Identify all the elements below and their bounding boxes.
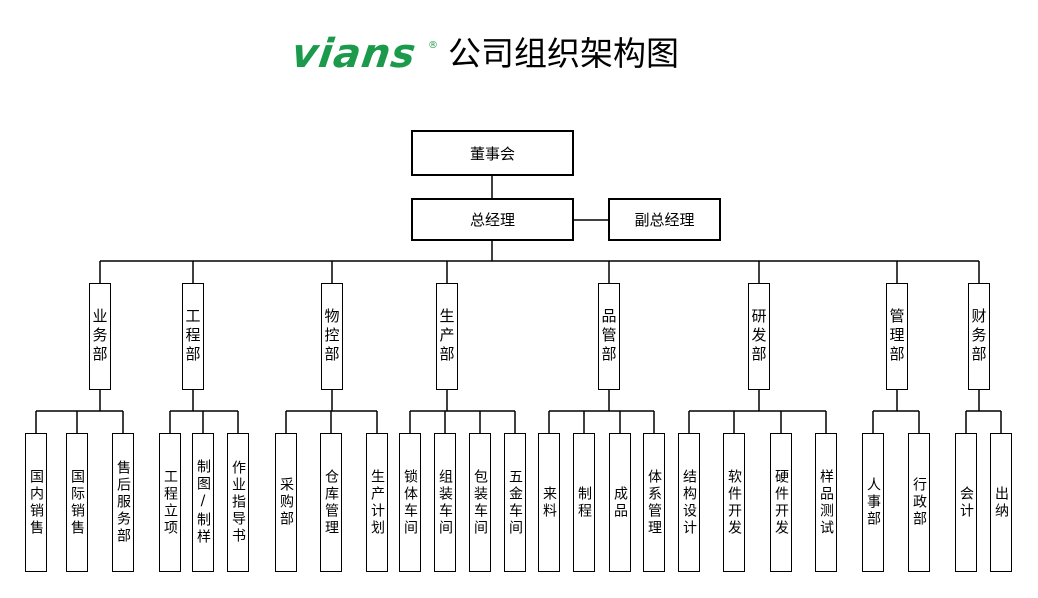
sub-unit-box: 仓库管理 <box>320 433 342 572</box>
general-manager-box: 总经理 <box>411 198 574 241</box>
sub-unit-label: 国际销售 <box>69 468 85 537</box>
sub-unit-label: 组装车间 <box>437 468 453 537</box>
department-box: 物控部 <box>321 283 343 390</box>
sub-unit-label: 出纳 <box>993 485 1009 520</box>
sub-unit-label: 制程 <box>576 485 592 520</box>
department-label: 物控部 <box>322 308 341 365</box>
department-label: 品管部 <box>599 308 618 365</box>
sub-unit-box: 工程立项 <box>159 433 181 572</box>
sub-unit-box: 制程 <box>573 433 595 572</box>
sub-unit-box: 体系管理 <box>643 433 665 572</box>
sub-unit-box: 成品 <box>609 433 631 572</box>
sub-unit-box: 软件开发 <box>723 433 745 572</box>
sub-unit-label: 行政部 <box>911 477 927 528</box>
sub-unit-label: 仓库管理 <box>323 468 339 537</box>
sub-unit-label: 硬件开发 <box>773 468 789 537</box>
sub-unit-label: 国内销售 <box>28 468 44 537</box>
sub-unit-box: 会计 <box>955 433 977 572</box>
department-box: 工程部 <box>182 283 204 390</box>
sub-unit-label: 人事部 <box>865 477 881 528</box>
sub-unit-box: 硬件开发 <box>770 433 792 572</box>
sub-unit-box: 作业指导书 <box>227 433 249 572</box>
board-label: 董事会 <box>469 144 515 163</box>
sub-unit-box: 出纳 <box>990 433 1012 572</box>
sub-unit-label: 生产计划 <box>369 468 385 537</box>
sub-unit-label: 体系管理 <box>646 468 662 537</box>
sub-unit-label: 售后服务部 <box>115 460 131 545</box>
sub-unit-label: 会计 <box>958 485 974 520</box>
department-box: 财务部 <box>968 283 990 390</box>
sub-unit-label: 采购部 <box>278 477 294 528</box>
sub-unit-box: 售后服务部 <box>112 433 134 572</box>
sub-unit-label: 五金车间 <box>507 468 523 537</box>
department-label: 管理部 <box>887 308 906 365</box>
department-label: 生产部 <box>437 308 456 365</box>
page-title: 公司组织架构图 <box>448 34 679 73</box>
sub-unit-box: 组装车间 <box>434 433 456 572</box>
sub-unit-box: 生产计划 <box>366 433 388 572</box>
board-box: 董事会 <box>411 130 574 176</box>
sub-unit-box: 包装车间 <box>469 433 491 572</box>
department-box: 管理部 <box>886 283 908 390</box>
sub-unit-label: 来料 <box>541 485 557 520</box>
sub-unit-box: 锁体车间 <box>399 433 421 572</box>
sub-unit-box: 采购部 <box>275 433 297 572</box>
sub-unit-label: 锁体车间 <box>402 468 418 537</box>
sub-unit-box: 五金车间 <box>504 433 526 572</box>
department-label: 工程部 <box>183 308 202 365</box>
department-box: 研发部 <box>748 283 770 390</box>
sub-unit-box: 行政部 <box>908 433 930 572</box>
department-label: 财务部 <box>969 308 988 365</box>
sub-unit-box: 样品测试 <box>815 433 837 572</box>
sub-unit-label: 结构设计 <box>681 468 697 537</box>
department-box: 品管部 <box>598 283 620 390</box>
registered-mark: ® <box>428 40 438 51</box>
sub-unit-label: 软件开发 <box>726 468 742 537</box>
sub-unit-box: 来料 <box>538 433 560 572</box>
department-box: 业务部 <box>89 283 111 390</box>
sub-unit-label: 作业指导书 <box>230 460 246 545</box>
department-label: 业务部 <box>90 308 109 365</box>
department-label: 研发部 <box>749 308 768 365</box>
sub-unit-box: 制图/制样 <box>192 433 214 572</box>
general-manager-label: 总经理 <box>469 211 515 229</box>
sub-unit-label: 制图/制样 <box>195 459 211 546</box>
sub-unit-label: 成品 <box>612 485 628 520</box>
sub-unit-box: 结构设计 <box>678 433 700 572</box>
sub-unit-label: 样品测试 <box>818 468 834 537</box>
sub-unit-label: 包装车间 <box>472 468 488 537</box>
deputy-general-manager-box: 副总经理 <box>608 198 721 241</box>
sub-unit-box: 国内销售 <box>25 433 47 572</box>
department-box: 生产部 <box>436 283 458 390</box>
sub-unit-box: 国际销售 <box>66 433 88 572</box>
sub-unit-box: 人事部 <box>862 433 884 572</box>
deputy-general-manager-label: 副总经理 <box>634 211 695 229</box>
sub-unit-label: 工程立项 <box>162 468 178 537</box>
